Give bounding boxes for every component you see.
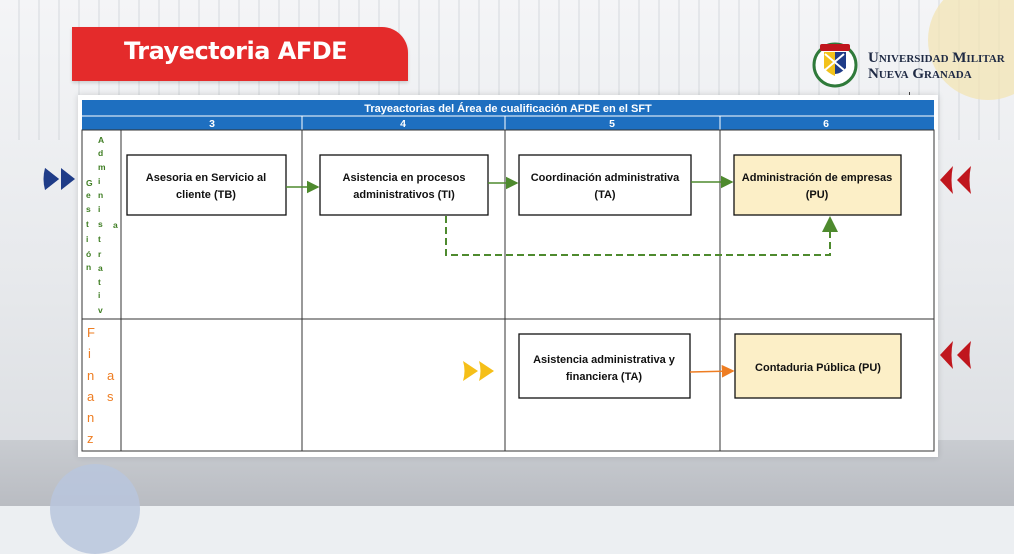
node-asistencia-procesos-administrativos: Asistencia en procesos administrativos (… [319, 154, 489, 216]
university-name-line2: Nueva Granada [868, 66, 972, 82]
university-seal-icon [812, 42, 858, 88]
svg-text:t: t [86, 219, 89, 229]
level-header-5: 5 [609, 118, 615, 130]
svg-text:z: z [87, 431, 94, 446]
table-title: Trayeactorias del Área de cualificación … [364, 102, 652, 115]
svg-text:s: s [86, 204, 91, 214]
trajectory-diagram: Trayeactorias del Área de cualificación … [43, 100, 971, 452]
arrow-financiera-to-contaduria [689, 364, 735, 378]
svg-text:n: n [87, 410, 94, 425]
university-name-line1: Universidad Militar [868, 50, 1005, 66]
page-title: Trayectoria AFDE [124, 37, 348, 65]
svg-text:a: a [87, 389, 95, 404]
svg-text:i: i [86, 234, 88, 244]
node-contaduria-publica: Contaduria Pública (PU) [734, 333, 902, 399]
svg-text:(TA): (TA) [594, 189, 616, 201]
level-header-6: 6 [823, 118, 829, 130]
exit-marker-red-icon-row1 [940, 166, 971, 194]
svg-text:i: i [98, 204, 100, 214]
svg-text:r: r [98, 249, 102, 259]
entry-marker-blue-icon [43, 168, 75, 190]
table-title-bar [82, 100, 934, 116]
svg-text:ó: ó [86, 249, 91, 259]
arrow-dashed-ti-to-pu [445, 216, 838, 256]
svg-text:A: A [98, 135, 104, 145]
svg-text:t: t [98, 234, 101, 244]
level-header-3: 3 [209, 118, 215, 130]
svg-text:d: d [98, 148, 103, 158]
node-coordinacion-administrativa: Coordinación administrativa (TA) [518, 154, 692, 216]
exit-marker-red-icon-row2 [940, 341, 971, 369]
svg-text:i: i [98, 176, 100, 186]
title-banner [72, 27, 408, 81]
svg-text:Asesoria en Servicio al: Asesoria en Servicio al [146, 172, 266, 184]
svg-text:e: e [86, 190, 91, 200]
svg-text:Asistencia en procesos: Asistencia en procesos [343, 172, 466, 184]
svg-text:administrativos (TI): administrativos (TI) [353, 189, 455, 201]
svg-text:cliente (TB): cliente (TB) [176, 189, 236, 201]
svg-text:a: a [98, 263, 103, 273]
svg-text:a: a [107, 368, 115, 383]
svg-text:n: n [98, 190, 103, 200]
svg-text:a: a [113, 220, 118, 230]
svg-text:t: t [98, 277, 101, 287]
row-label-gestion-administrativa: G e s t i ó n A d m i n i s t r a t i v … [86, 135, 118, 315]
node-asistencia-administrativa-financiera: Asistencia administrativa y financiera (… [518, 333, 691, 399]
svg-text:F: F [87, 325, 95, 340]
row-label-finanzas: F i n a n z a s [87, 325, 115, 446]
svg-text:Contaduria Pública (PU): Contaduria Pública (PU) [755, 362, 881, 374]
entry-marker-yellow-icon [463, 361, 494, 381]
level-header-bar [82, 116, 934, 130]
node-administracion-empresas: Administración de empresas (PU) [733, 154, 902, 216]
svg-text:Asistencia administrativa y: Asistencia administrativa y [533, 354, 676, 366]
svg-text:Administración de empresas: Administración de empresas [742, 172, 892, 184]
svg-text:s: s [98, 219, 103, 229]
svg-text:n: n [87, 368, 94, 383]
svg-text:v: v [98, 305, 103, 315]
svg-text:s: s [107, 389, 114, 404]
level-header-4: 4 [400, 118, 406, 130]
university-name: Universidad Militar Nueva Granada [868, 50, 1005, 82]
svg-text:i: i [88, 346, 91, 361]
svg-text:Coordinación administrativa: Coordinación administrativa [531, 172, 680, 184]
grid-lines [81, 129, 935, 452]
svg-text:financiera (TA): financiera (TA) [566, 371, 643, 383]
svg-text:(PU): (PU) [806, 189, 829, 201]
svg-text:n: n [86, 262, 91, 272]
svg-text:m: m [98, 162, 106, 172]
svg-text:G: G [86, 178, 93, 188]
node-asesoria-servicio-cliente: Asesoria en Servicio al cliente (TB) [126, 154, 287, 216]
svg-text:i: i [98, 290, 100, 300]
